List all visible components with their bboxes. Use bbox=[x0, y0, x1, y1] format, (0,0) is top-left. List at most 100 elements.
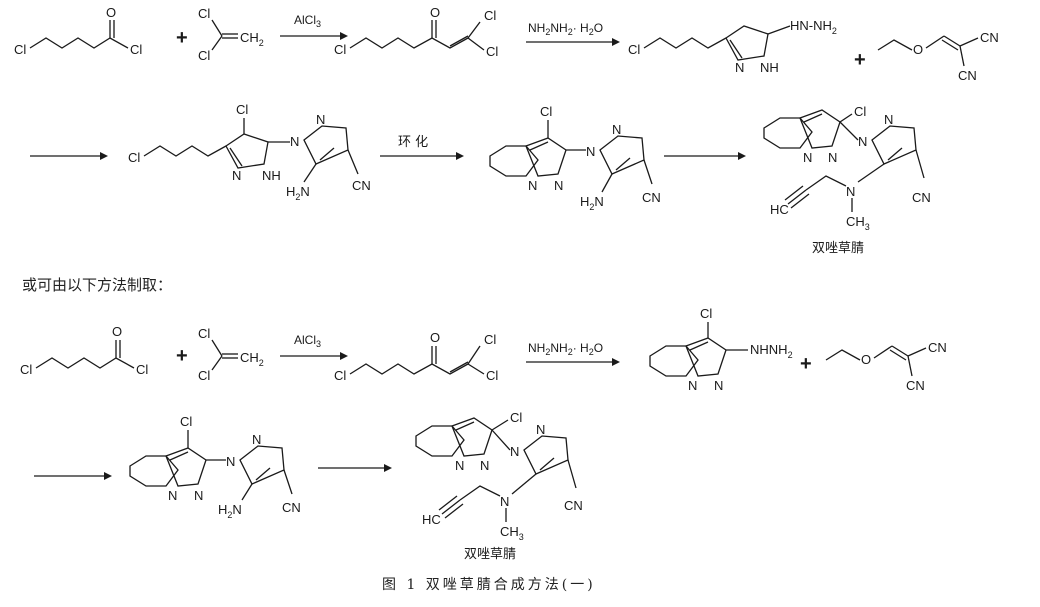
atom-label: 2 bbox=[227, 510, 232, 520]
atom-label: Cl bbox=[198, 48, 210, 63]
atom-label: 2 bbox=[545, 347, 550, 357]
atom-label: Cl bbox=[14, 42, 26, 57]
product-dichloro-enone: Cl O Cl Cl bbox=[334, 5, 498, 59]
atom-label: 2 bbox=[568, 347, 573, 357]
atom-label: 3 bbox=[316, 19, 321, 29]
atom-label: Cl bbox=[854, 104, 866, 119]
atom-label: H2N bbox=[580, 194, 604, 212]
product-dichloro-enone: Cl O Cl Cl bbox=[334, 330, 498, 383]
final-product-pyraclonil: Cl N N N N N CH3 HC CN bbox=[415, 410, 583, 542]
product-hydrazinopyrazole: Cl HN-NH2 N NH bbox=[628, 18, 837, 75]
atom-label: 2 bbox=[259, 358, 264, 368]
atom-label: 3 bbox=[519, 532, 524, 542]
atom-label: NH2NH2· H2O bbox=[528, 21, 603, 37]
atom-label: Cl bbox=[180, 414, 192, 429]
atom-label: CN bbox=[642, 190, 661, 205]
atom-label: Cl bbox=[128, 150, 140, 165]
reaction-arrow: NH2NH2· H2O bbox=[526, 21, 620, 46]
atom-label: N bbox=[252, 432, 261, 447]
atom-label: Cl bbox=[198, 326, 210, 341]
atom-label: Cl bbox=[130, 42, 142, 57]
atom-label: CH bbox=[500, 524, 519, 539]
atom-label: CN bbox=[352, 178, 371, 193]
atom-label: Cl bbox=[20, 362, 32, 377]
atom-label: CN bbox=[912, 190, 931, 205]
atom-label: 2 bbox=[259, 38, 264, 48]
atom-label: Cl bbox=[236, 102, 248, 117]
atom-label: CN bbox=[906, 378, 925, 393]
atom-label: H bbox=[286, 184, 295, 199]
atom-label: N bbox=[846, 184, 855, 199]
atom-label: Cl bbox=[540, 104, 552, 119]
intermediate-bicyclic-amino: Cl N N N N H2N CN bbox=[489, 104, 661, 212]
atom-label: N bbox=[168, 488, 177, 503]
atom-label: Cl bbox=[136, 362, 148, 377]
atom-label: N bbox=[510, 444, 519, 459]
atom-label: 2 bbox=[568, 27, 573, 37]
final-product-name: 双唑草腈 bbox=[812, 240, 864, 256]
reactant-5-chlorovaleryl-chloride: Cl O Cl bbox=[14, 5, 142, 57]
atom-label: N bbox=[586, 144, 595, 159]
atom-label: NHNH2 bbox=[750, 342, 793, 360]
atom-label: N bbox=[290, 134, 299, 149]
atom-label: H bbox=[580, 194, 589, 209]
reaction-arrow bbox=[30, 152, 108, 160]
atom-label: O bbox=[594, 341, 603, 355]
atom-label: N bbox=[226, 454, 235, 469]
atom-label: AlCl bbox=[294, 333, 316, 347]
reactant-5-chlorovaleryl-chloride: Cl O Cl bbox=[20, 324, 148, 377]
reaction-arrow bbox=[664, 152, 746, 160]
atom-label: Cl bbox=[334, 368, 346, 383]
atom-label: 2 bbox=[295, 192, 300, 202]
atom-label: CN bbox=[928, 340, 947, 355]
atom-label: · H bbox=[573, 341, 589, 355]
atom-label: · H bbox=[573, 21, 589, 35]
atom-label: NH bbox=[262, 168, 281, 183]
atom-label: N bbox=[232, 168, 241, 183]
final-product-name: 双唑草腈 bbox=[464, 546, 516, 562]
atom-label: NH2NH2· H2O bbox=[528, 341, 603, 357]
atom-label: CH bbox=[240, 350, 259, 365]
atom-label: CN bbox=[282, 500, 301, 515]
atom-label: CH bbox=[240, 30, 259, 45]
atom-label: AlCl bbox=[294, 13, 316, 27]
reaction-arrow bbox=[318, 464, 392, 472]
reactant-vinylidene-chloride: Cl Cl CH2 bbox=[198, 6, 264, 63]
intermediate-bipyrazole-chloroalkyl: Cl Cl N NH N N H2N CN bbox=[128, 102, 371, 202]
atom-label: Cl bbox=[198, 6, 210, 21]
atom-label: NH bbox=[550, 341, 567, 355]
reactant-ethoxymethylenemalononitrile: O CN CN bbox=[825, 340, 947, 393]
reaction-arrow: AlCl3 bbox=[280, 333, 348, 360]
atom-label: CH3 bbox=[846, 214, 870, 232]
atom-label: 环 化 bbox=[398, 135, 428, 150]
atom-label: 2 bbox=[788, 350, 793, 360]
reaction-arrow bbox=[34, 472, 112, 480]
atom-label: CN bbox=[564, 498, 583, 513]
atom-label: NH bbox=[760, 60, 779, 75]
atom-label: N bbox=[688, 378, 697, 393]
atom-label: H bbox=[218, 502, 227, 517]
atom-label: Cl bbox=[484, 8, 496, 23]
atom-label: N bbox=[536, 422, 545, 437]
atom-label: AlCl3 bbox=[294, 13, 321, 29]
atom-label: 2 bbox=[589, 347, 594, 357]
atom-label: 2 bbox=[832, 26, 837, 36]
atom-label: N bbox=[735, 60, 744, 75]
atom-label: H2N bbox=[286, 184, 310, 202]
atom-label: N bbox=[528, 178, 537, 193]
atom-label: 3 bbox=[865, 222, 870, 232]
atom-label: NH bbox=[528, 21, 545, 35]
atom-label: N bbox=[803, 150, 812, 165]
atom-label: NH bbox=[528, 341, 545, 355]
atom-label: CN bbox=[980, 30, 999, 45]
atom-label: N bbox=[594, 194, 603, 209]
atom-label: Cl bbox=[484, 332, 496, 347]
atom-label: Cl bbox=[510, 410, 522, 425]
atom-label: H2N bbox=[218, 502, 242, 520]
atom-label: Cl bbox=[700, 306, 712, 321]
atom-label: N bbox=[828, 150, 837, 165]
atom-label: O bbox=[430, 5, 440, 20]
final-product-pyraclonil: Cl N N N N N CH3 HC CN bbox=[763, 104, 931, 232]
atom-label: N bbox=[480, 458, 489, 473]
